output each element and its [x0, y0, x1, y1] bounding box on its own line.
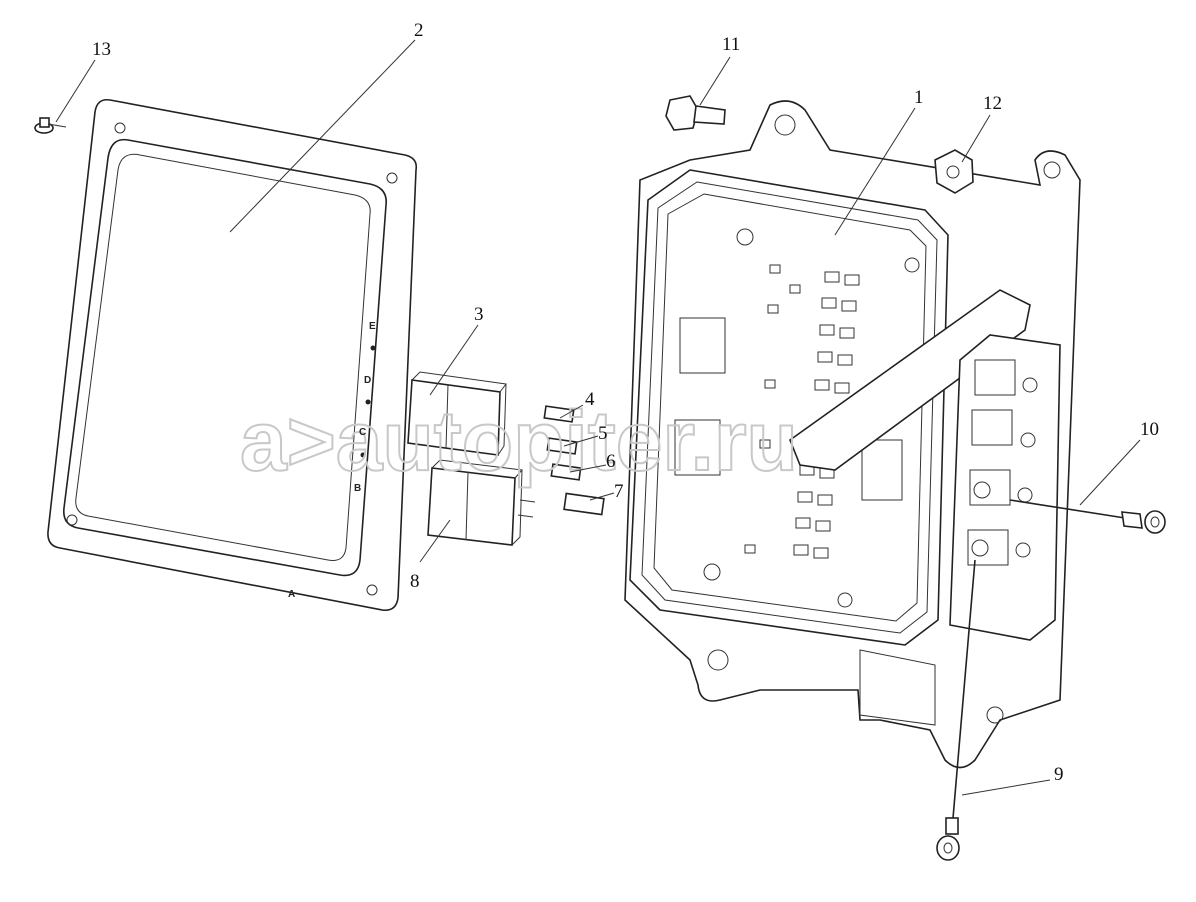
- cover-letter-d: D: [364, 375, 371, 386]
- bolt-part-11: [665, 95, 726, 131]
- cover-letter-a: A: [288, 589, 295, 600]
- callout-11: 11: [722, 34, 740, 55]
- cable-part-9: [936, 559, 976, 861]
- watermark: a>autopiter.ru: [240, 394, 798, 488]
- cover-letter-b: B: [354, 483, 361, 494]
- cover-letter-c: C: [359, 427, 366, 438]
- callout-1: 1: [914, 87, 924, 108]
- callout-3: 3: [474, 304, 484, 325]
- callout-4: 4: [585, 389, 595, 410]
- fuses-parts-4-7: [543, 405, 605, 516]
- callout-9: 9: [1054, 764, 1064, 785]
- callout-5: 5: [598, 423, 608, 444]
- relay-part-3: [407, 371, 507, 456]
- cover-letter-e: E: [369, 321, 376, 332]
- relay-part-8: [427, 459, 536, 546]
- callout-8: 8: [410, 571, 420, 592]
- callout-13: 13: [92, 39, 111, 60]
- screw-part-13: [34, 117, 67, 134]
- callout-6: 6: [606, 451, 616, 472]
- cable-part-10: [1009, 499, 1166, 534]
- fuse-box-part-1: [624, 100, 1081, 769]
- callout-7: 7: [614, 481, 624, 502]
- cover-part-2: [47, 98, 418, 612]
- callout-12: 12: [983, 93, 1002, 114]
- callout-2: 2: [414, 20, 424, 41]
- leader-lines: [55, 39, 1141, 796]
- callout-10: 10: [1140, 419, 1159, 440]
- nut-part-12: [934, 149, 974, 194]
